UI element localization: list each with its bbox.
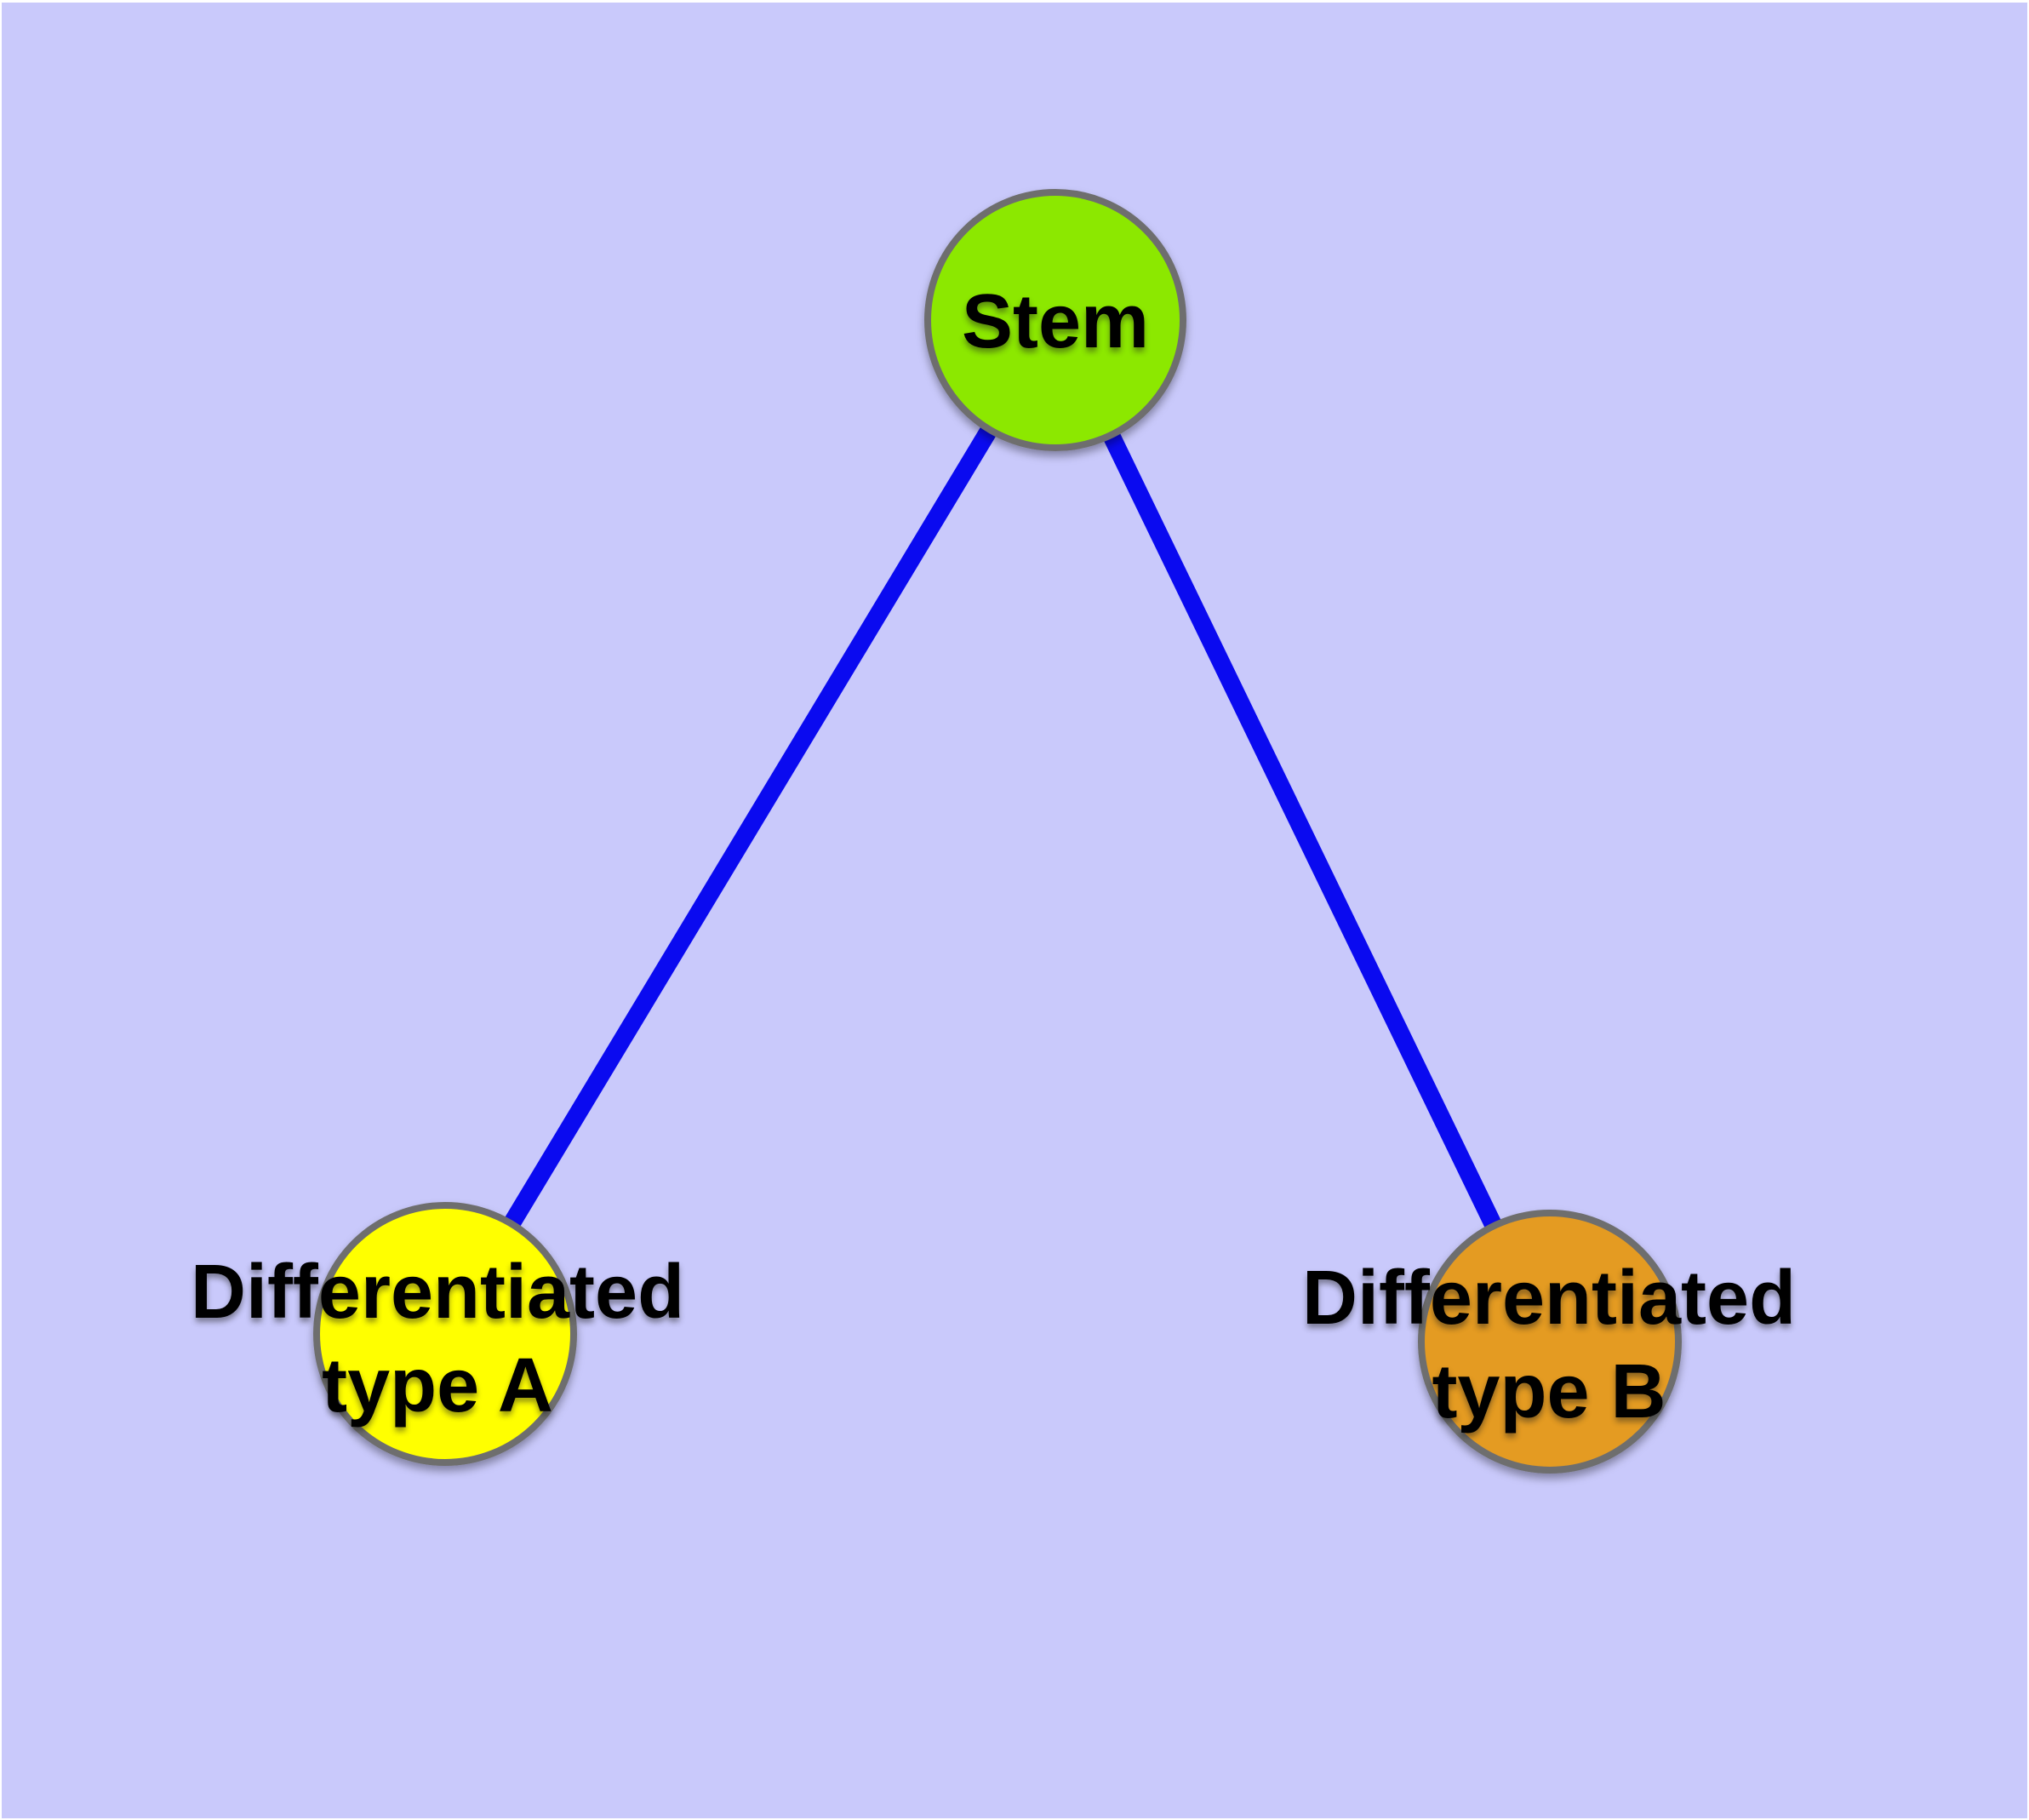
node-differentiated-type-a-circle[interactable] [313, 1202, 577, 1466]
edge-stem-to-type-a [437, 315, 1063, 1339]
graph-svg [313, 189, 1682, 1474]
node-differentiated-type-b-circle[interactable] [1418, 1210, 1682, 1474]
diagram-canvas: Stem Differentiated type A Differentiate… [2, 3, 2027, 1818]
node-stem-circle[interactable] [924, 189, 1186, 451]
edge-stem-to-type-b [1047, 316, 1558, 1346]
